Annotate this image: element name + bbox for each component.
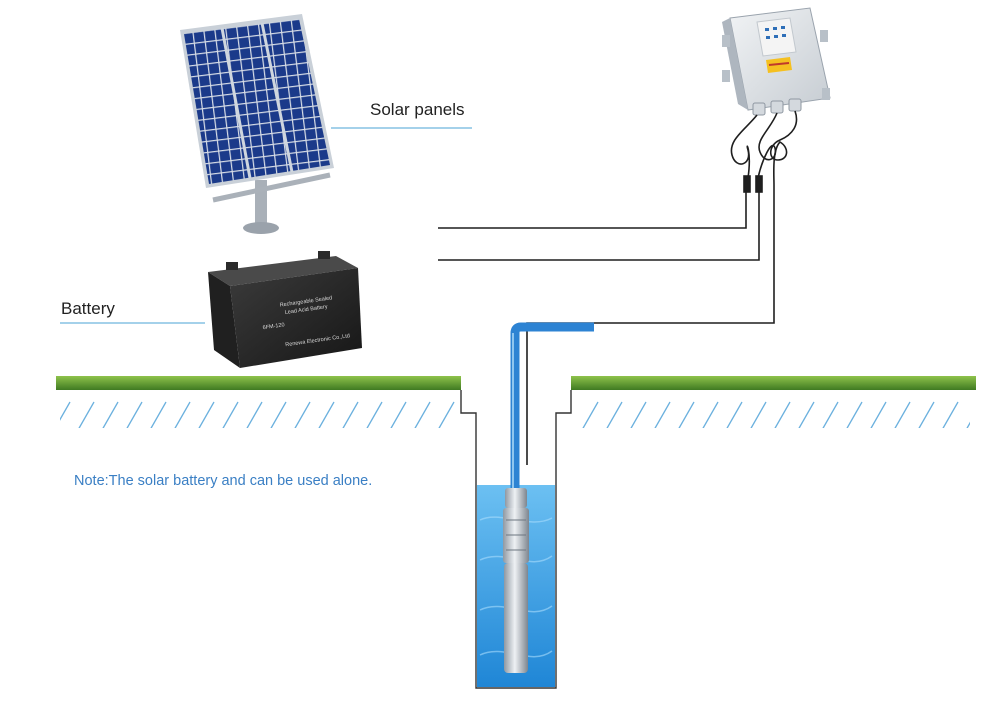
controller-led-3 [781, 26, 785, 29]
cable-battery [438, 192, 760, 261]
cable-coil-3 [769, 110, 798, 186]
battery-icon: Rechargeable Sealed Lead Acid Battery 6F… [208, 251, 362, 368]
controller-gland-3 [788, 98, 802, 112]
battery-terminal-2 [318, 251, 330, 259]
battery-terminal-1 [226, 262, 238, 270]
pump-head [505, 488, 527, 508]
controller-warning-stripe [768, 62, 790, 66]
panel-divider-1 [220, 27, 252, 179]
soil-hatch-left [60, 392, 455, 428]
power-cables [438, 185, 775, 465]
controller-mount-3 [820, 30, 828, 42]
battery-front [230, 268, 362, 368]
ground-left [56, 376, 461, 428]
cable-connector-1 [743, 175, 751, 193]
well-outline [460, 390, 572, 689]
controller-led-1 [765, 28, 769, 31]
cable-connector-2 [755, 175, 763, 193]
cable-pump [526, 185, 775, 465]
battery-text-line2: Lead Acid Battery [284, 304, 328, 316]
note-text: Note:The solar battery and can be used a… [74, 473, 373, 489]
controller-gland-2 [770, 100, 784, 114]
battery-label: Battery [61, 299, 115, 318]
controller-cable-coils [730, 110, 798, 193]
controller-mount-1 [722, 35, 730, 47]
battery-top [208, 256, 358, 286]
solar-panels-label: Solar panels [370, 100, 465, 119]
ground-right [571, 376, 976, 428]
panel-stand-base [243, 222, 279, 234]
cable-coil-2 [757, 112, 778, 179]
battery-side [208, 272, 240, 368]
pump-controller-icon [722, 7, 831, 116]
grass-strip-right [571, 376, 976, 390]
controller-mount-2 [722, 70, 730, 82]
grass-strip-left [56, 376, 461, 390]
pump-motor [504, 563, 528, 673]
controller-led-6 [782, 34, 786, 37]
cable-solar [438, 192, 747, 229]
battery-text-model: 6FM-120 [262, 322, 285, 331]
panel-stand-rail [212, 172, 331, 203]
panel-divider-2 [260, 22, 294, 173]
riser-pipe [510, 322, 594, 490]
solar-panel-array-icon [180, 14, 334, 234]
soil-hatch-right [575, 392, 970, 428]
controller-mount-4 [822, 88, 830, 100]
controller-led-5 [774, 35, 778, 38]
riser-pipe-body [510, 322, 594, 490]
controller-gland-1 [752, 102, 766, 116]
panel-cells [184, 19, 330, 184]
cable-coil-1 [730, 114, 758, 179]
controller-led-2 [773, 27, 777, 30]
submersible-pump-icon [503, 488, 529, 673]
controller-led-4 [766, 36, 770, 39]
